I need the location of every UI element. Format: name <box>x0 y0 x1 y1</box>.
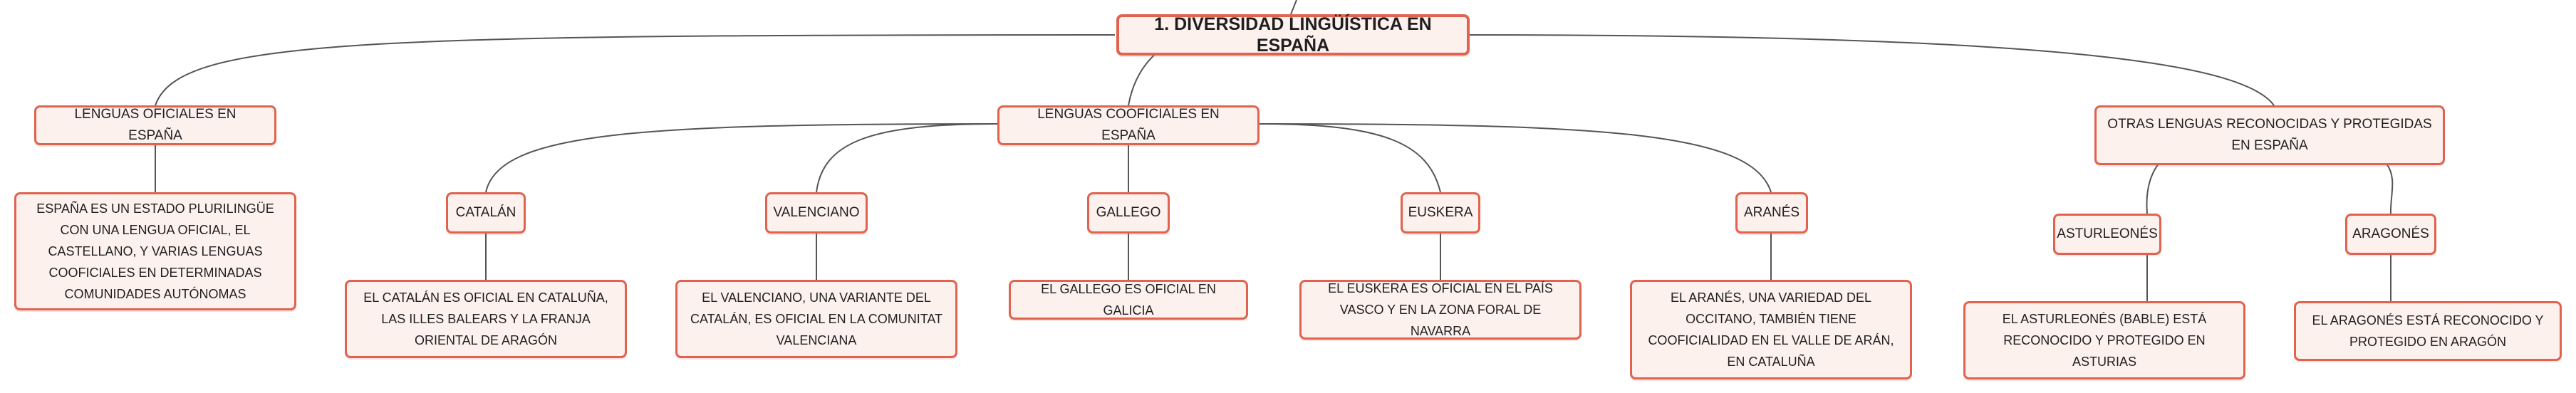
connector-root-top <box>1290 0 1297 15</box>
detail-gallego-text: EL GALLEGO ES OFICIAL EN GALICIA <box>1041 282 1216 318</box>
topic-catalan-label: CATALÁN <box>455 205 516 220</box>
connector-coof-valenciano <box>816 123 998 193</box>
topic-euskera[interactable]: EUSKERA <box>1401 192 1480 234</box>
detail-euskera[interactable]: EL EUSKERA ES OFICIAL EN EL PAÍS VASCO Y… <box>1299 280 1582 340</box>
root-topic[interactable]: 1. DIVERSIDAD LINGÜÍSTICA EN ESPAÑA <box>1116 14 1470 56</box>
topic-catalan[interactable]: CATALÁN <box>446 192 526 234</box>
detail-gallego[interactable]: EL GALLEGO ES OFICIAL EN GALICIA <box>1009 280 1248 320</box>
topic-lenguas-cooficiales-label: LENGUAS COOFICIALES EN ESPAÑA <box>1037 107 1220 143</box>
topic-lenguas-oficiales[interactable]: LENGUAS OFICIALES EN ESPAÑA <box>34 105 276 145</box>
detail-aranes[interactable]: EL ARANÉS, UNA VARIEDAD DEL OCCITANO, TA… <box>1630 280 1912 379</box>
topic-lenguas-cooficiales[interactable]: LENGUAS COOFICIALES EN ESPAÑA <box>997 105 1260 145</box>
topic-gallego-label: GALLEGO <box>1096 205 1161 220</box>
detail-aragones-text: EL ARAGONÉS ESTÁ RECONOCIDO Y PROTEGIDO … <box>2312 313 2544 349</box>
topic-lenguas-oficiales-label: LENGUAS OFICIALES EN ESPAÑA <box>74 107 237 143</box>
connector-root-oficiales <box>155 34 1116 106</box>
detail-catalan[interactable]: EL CATALÁN ES OFICIAL EN CATALUÑA, LAS I… <box>345 280 627 358</box>
detail-lenguas-oficiales-text: ESPAÑA ES UN ESTADO PLURILINGÜE CON UNA … <box>36 201 274 301</box>
connector-coof-catalan <box>485 123 998 193</box>
topic-aranes[interactable]: ARANÉS <box>1735 192 1808 234</box>
root-topic-label: 1. DIVERSIDAD LINGÜÍSTICA EN ESPAÑA <box>1154 14 1432 56</box>
detail-aragones[interactable]: EL ARAGONÉS ESTÁ RECONOCIDO Y PROTEGIDO … <box>2294 301 2562 361</box>
detail-catalan-text: EL CATALÁN ES OFICIAL EN CATALUÑA, LAS I… <box>363 290 608 347</box>
topic-asturleones-label: ASTURLEONÉS <box>2057 226 2158 241</box>
topic-aragones[interactable]: ARAGONÉS <box>2345 214 2436 255</box>
topic-valenciano[interactable]: VALENCIANO <box>765 192 868 234</box>
detail-aranes-text: EL ARANÉS, UNA VARIEDAD DEL OCCITANO, TA… <box>1648 290 1894 369</box>
topic-euskera-label: EUSKERA <box>1408 205 1473 220</box>
detail-valenciano[interactable]: EL VALENCIANO, UNA VARIANTE DEL CATALÁN,… <box>675 280 957 358</box>
detail-valenciano-text: EL VALENCIANO, UNA VARIANTE DEL CATALÁN,… <box>690 290 943 347</box>
topic-aranes-label: ARANÉS <box>1743 205 1800 220</box>
detail-asturleones[interactable]: EL ASTURLEONÉS (BABLE) ESTÁ RECONOCIDO Y… <box>1963 301 2245 379</box>
topic-gallego[interactable]: GALLEGO <box>1087 192 1170 234</box>
connector-otras-aragones <box>2386 163 2394 214</box>
connector-root-otras <box>1463 34 2275 106</box>
detail-asturleones-text: EL ASTURLEONÉS (BABLE) ESTÁ RECONOCIDO Y… <box>2002 312 2207 369</box>
connector-coof-aranes <box>1259 123 1772 193</box>
topic-valenciano-label: VALENCIANO <box>773 205 860 220</box>
connector-root-cooficiales <box>1128 51 1158 106</box>
detail-euskera-text: EL EUSKERA ES OFICIAL EN EL PAÍS VASCO Y… <box>1328 281 1553 338</box>
detail-lenguas-oficiales[interactable]: ESPAÑA ES UN ESTADO PLURILINGÜE CON UNA … <box>14 192 296 310</box>
topic-otras-lenguas[interactable]: OTRAS LENGUAS RECONOCIDAS Y PROTEGIDAS E… <box>2094 105 2445 165</box>
topic-aragones-label: ARAGONÉS <box>2352 226 2429 241</box>
connector-coof-euskera <box>1259 123 1441 193</box>
topic-otras-lenguas-label: OTRAS LENGUAS RECONOCIDAS Y PROTEGIDAS E… <box>2107 117 2432 153</box>
topic-asturleones[interactable]: ASTURLEONÉS <box>2053 214 2161 255</box>
connector-otras-asturleones <box>2146 163 2159 214</box>
